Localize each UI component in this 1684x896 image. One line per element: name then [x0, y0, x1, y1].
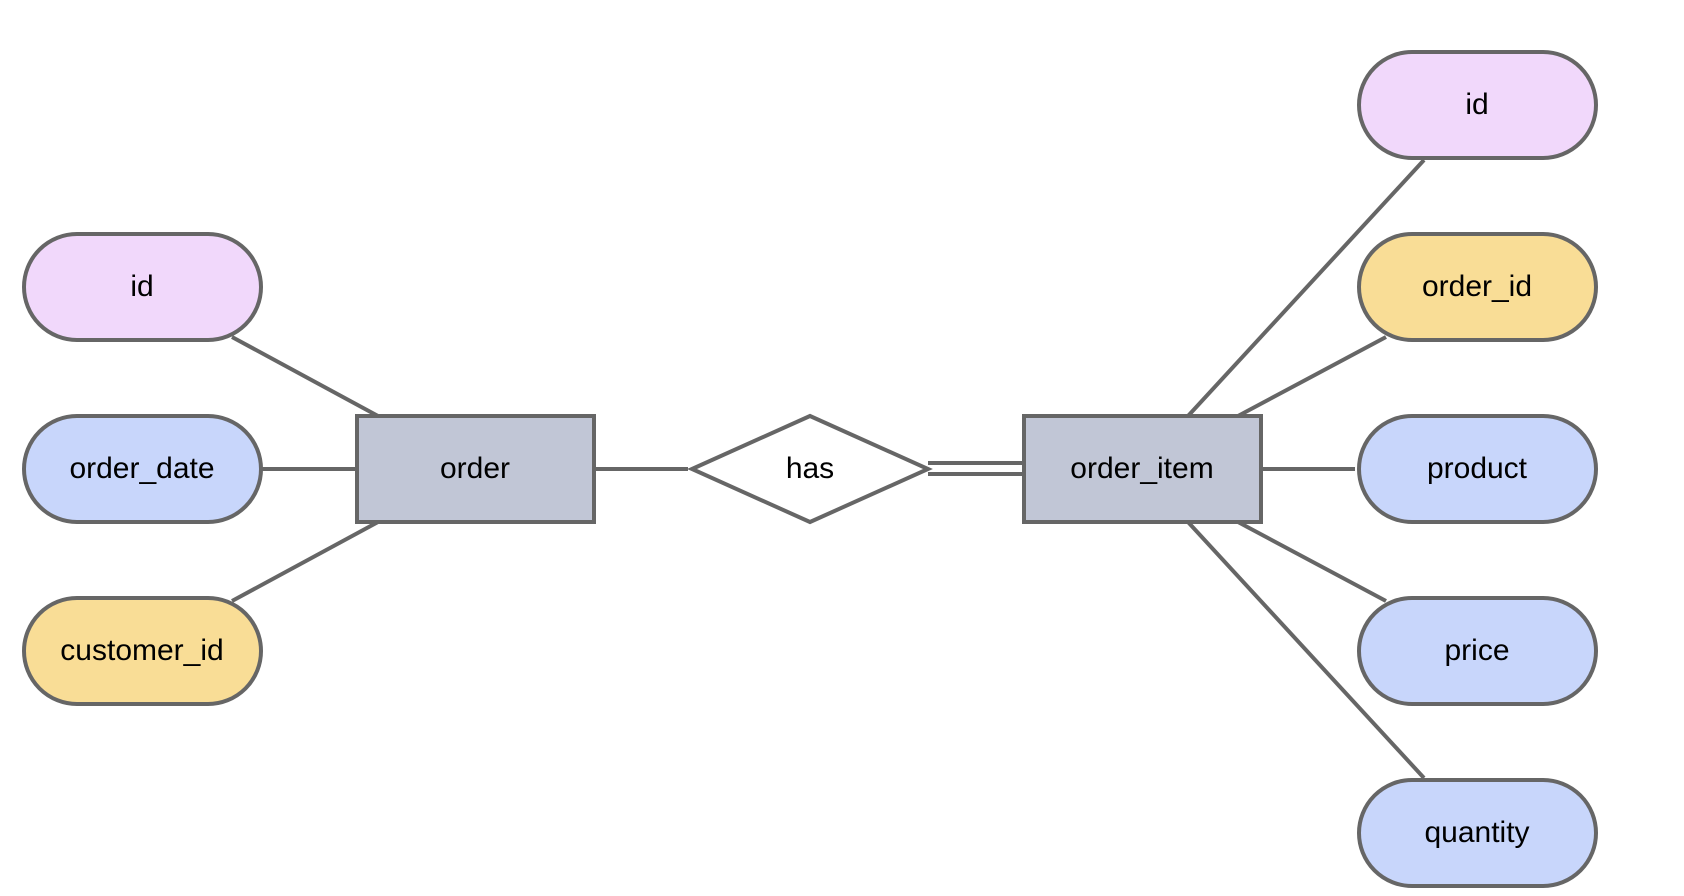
relationship-label: has	[786, 452, 834, 485]
foreign-key-shape	[22, 596, 263, 706]
attribute-label: id	[1465, 88, 1488, 121]
attribute-label: quantity	[1424, 816, 1529, 849]
connectors	[231, 158, 1426, 780]
item-attribute-product: product	[1357, 414, 1598, 524]
order-attribute-id: id	[22, 232, 263, 342]
attribute-label: id	[130, 270, 153, 303]
entity-shape	[1022, 414, 1263, 524]
item-attribute-id: id	[1357, 50, 1598, 160]
foreign-key-shape	[1357, 232, 1598, 342]
attribute-label: customer_id	[60, 634, 223, 667]
connector-has-order-item	[928, 461, 1022, 476]
relationship-has: has	[687, 413, 933, 525]
order-attribute-order-date: order_date	[22, 414, 263, 524]
entity-order-item: order_item	[1022, 414, 1263, 524]
attribute-label: order_id	[1422, 270, 1532, 303]
item-attribute-price: price	[1357, 596, 1598, 706]
primary-key-shape	[22, 232, 263, 342]
item-attribute-quantity: quantity	[1357, 778, 1598, 888]
connector-order-customer-id	[231, 520, 379, 603]
relationship-shape	[687, 413, 933, 525]
connector-order-id	[231, 335, 379, 418]
connector-item-order-id	[1237, 335, 1387, 418]
item-attribute-order-id: order_id	[1357, 232, 1598, 342]
attribute-label: price	[1444, 634, 1509, 667]
attribute-shape	[1357, 778, 1598, 888]
attribute-shape	[22, 414, 263, 524]
attribute-label: product	[1427, 452, 1528, 485]
order-attribute-customer-id: customer_id	[22, 596, 263, 706]
connector-item-id	[1186, 158, 1426, 418]
entity-label: order_item	[1070, 452, 1213, 485]
connector-item-quantity	[1186, 520, 1426, 780]
attribute-shape	[1357, 596, 1598, 706]
connector-item-price	[1237, 520, 1387, 603]
attribute-label: order_date	[69, 452, 214, 485]
attribute-shape	[1357, 414, 1598, 524]
primary-key-shape	[1357, 50, 1598, 160]
entity-shape	[355, 414, 596, 524]
entity-order: order	[355, 414, 596, 524]
entity-label: order	[440, 452, 510, 485]
